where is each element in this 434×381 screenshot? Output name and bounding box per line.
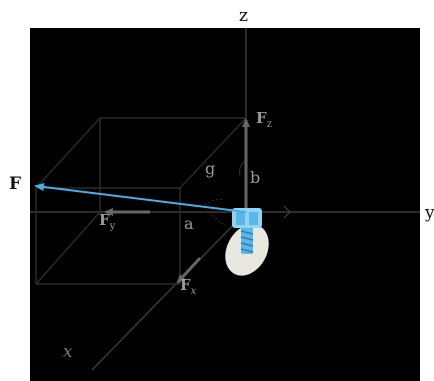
frame-left xyxy=(0,0,30,381)
force-label: F xyxy=(9,174,21,194)
fz-label: Fz xyxy=(256,109,272,130)
frame-right xyxy=(420,0,434,381)
x-axis-line xyxy=(91,211,247,371)
x-axis-label: x xyxy=(63,342,73,362)
force-vector xyxy=(34,183,247,213)
frame-top xyxy=(0,0,434,28)
fy-label: Fy xyxy=(99,211,116,232)
fx-label: Fx xyxy=(180,276,197,297)
z-axis-label: z xyxy=(239,6,248,26)
diagram-background xyxy=(30,28,420,381)
y-axis-label: y xyxy=(424,203,434,223)
angle-a-arc xyxy=(204,199,225,206)
angle-g-arc xyxy=(209,211,227,227)
bolt xyxy=(232,208,262,254)
fx-arrow xyxy=(176,256,202,284)
angle-g-label: g xyxy=(205,159,215,178)
y-axis-tick xyxy=(283,205,291,219)
angle-b-label: b xyxy=(250,168,260,187)
angle-a-label: a xyxy=(184,214,194,233)
